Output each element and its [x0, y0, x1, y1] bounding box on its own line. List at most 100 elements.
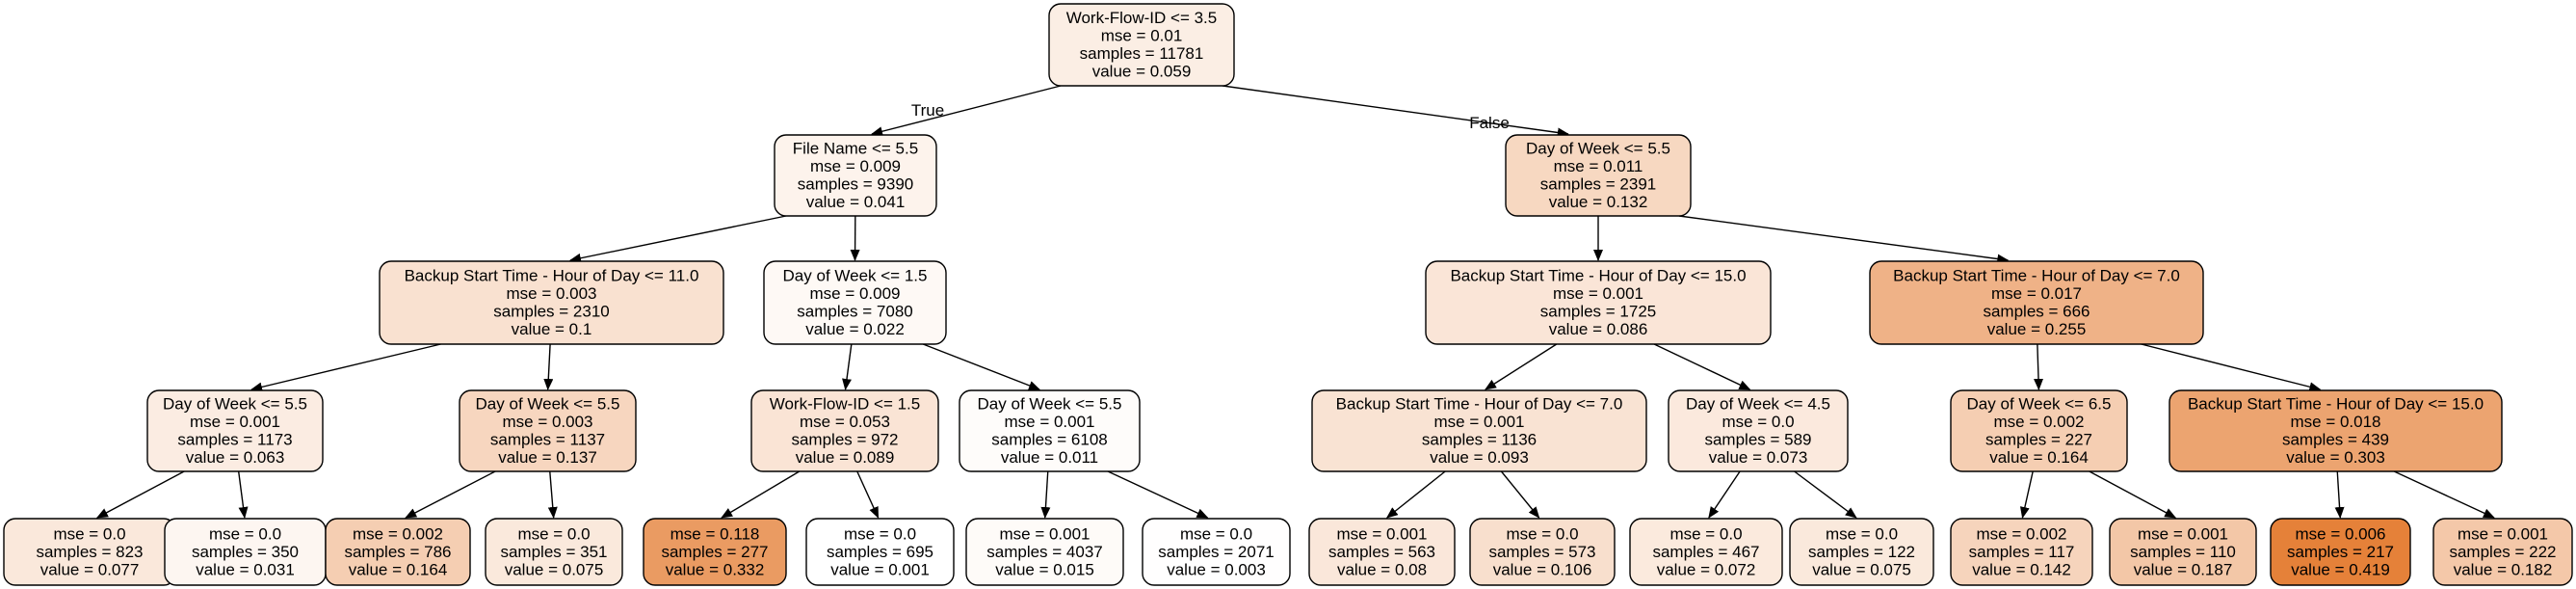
node-value-text: value = 0.063 — [186, 448, 285, 467]
edge-n7-n15 — [95, 470, 185, 519]
node-box — [774, 134, 937, 217]
node-box — [750, 389, 939, 472]
edge-n7-n16 — [237, 470, 249, 519]
node-box — [1629, 518, 1783, 586]
node-value-text: value = 0.075 — [1812, 560, 1911, 578]
node-value-text: value = 0.08 — [1337, 560, 1427, 578]
node-value-text: value = 0.003 — [1167, 560, 1266, 578]
node-box — [1311, 389, 1647, 472]
node-mse-text: mse = 0.001 — [2458, 524, 2548, 543]
node-box — [485, 518, 623, 586]
split-node-n5: Backup Start Time - Hour of Day <= 15.0m… — [1425, 260, 1772, 345]
node-value-text: value = 0.419 — [2291, 560, 2390, 578]
edge-n11-n23 — [1385, 470, 1446, 519]
edge-n10-n21 — [1040, 470, 1051, 519]
node-box — [1789, 518, 1934, 586]
node-mse-text: mse = 0.009 — [809, 284, 900, 303]
edge-n8-n17 — [405, 470, 496, 519]
node-value-text: value = 0.022 — [805, 320, 905, 338]
node-box — [379, 260, 724, 345]
edge-n5-n12 — [1653, 343, 1751, 390]
node-value-text: value = 0.075 — [505, 560, 604, 578]
node-samples-text: samples = 1136 — [1422, 431, 1537, 449]
node-condition-text: Work-Flow-ID <= 3.5 — [1066, 9, 1218, 27]
edge-n3-n7 — [250, 343, 441, 392]
node-mse-text: mse = 0.0 — [1722, 413, 1794, 431]
node-samples-text: samples = 2391 — [1540, 175, 1657, 194]
node-samples-text: samples = 786 — [344, 543, 451, 561]
node-box — [2432, 518, 2573, 586]
node-samples-text: samples = 823 — [36, 543, 143, 561]
node-samples-text: samples = 1173 — [177, 431, 292, 449]
node-value-text: value = 0.303 — [2286, 448, 2385, 467]
node-value-text: value = 0.086 — [1549, 320, 1648, 338]
edge-n8-n18 — [547, 470, 558, 519]
node-box — [1142, 518, 1291, 586]
node-samples-text: samples = 122 — [1808, 543, 1915, 561]
node-condition-text: Day of Week <= 5.5 — [163, 395, 307, 414]
node-value-text: value = 0.015 — [995, 560, 1094, 578]
node-samples-text: samples = 9390 — [798, 175, 914, 194]
node-mse-text: mse = 0.0 — [517, 524, 590, 543]
node-samples-text: samples = 439 — [2282, 431, 2389, 449]
node-condition-text: Day of Week <= 6.5 — [1967, 395, 2112, 414]
edge-label-true: True — [911, 101, 944, 120]
node-value-text: value = 0.255 — [1987, 320, 2087, 338]
node-box — [2169, 389, 2503, 472]
node-value-text: value = 0.093 — [1430, 448, 1529, 467]
node-value-text: value = 0.137 — [498, 448, 597, 467]
node-condition-text: Day of Week <= 5.5 — [476, 395, 620, 414]
node-condition-text: Work-Flow-ID <= 1.5 — [770, 395, 921, 414]
node-mse-text: mse = 0.0 — [53, 524, 125, 543]
node-mse-text: mse = 0.0 — [1180, 524, 1252, 543]
edge-n4-n9 — [842, 343, 853, 390]
node-mse-text: mse = 0.001 — [1433, 413, 1524, 431]
node-box — [1308, 518, 1456, 586]
node-condition-text: Backup Start Time - Hour of Day <= 15.0 — [2188, 395, 2484, 414]
node-condition-text: Backup Start Time - Hour of Day <= 11.0 — [405, 267, 699, 285]
node-box — [1668, 389, 1849, 472]
node-mse-text: mse = 0.003 — [506, 284, 596, 303]
node-mse-text: mse = 0.001 — [999, 524, 1090, 543]
node-value-text: value = 0.089 — [796, 448, 895, 467]
node-box — [965, 518, 1124, 586]
node-box — [146, 389, 324, 472]
node-mse-text: mse = 0.001 — [1336, 524, 1427, 543]
node-value-text: value = 0.077 — [40, 560, 140, 578]
node-box — [325, 518, 471, 586]
node-mse-text: mse = 0.009 — [810, 157, 901, 175]
node-samples-text: samples = 117 — [1969, 543, 2075, 561]
node-value-text: value = 0.132 — [1549, 193, 1648, 211]
node-value-text: value = 0.164 — [349, 560, 448, 578]
node-value-text: value = 0.073 — [1709, 448, 1808, 467]
node-mse-text: mse = 0.018 — [2290, 413, 2380, 431]
node-mse-text: mse = 0.0 — [844, 524, 916, 543]
node-box — [1869, 260, 2204, 345]
node-value-text: value = 0.059 — [1092, 63, 1192, 81]
node-samples-text: samples = 972 — [791, 431, 898, 449]
node-box — [1469, 518, 1616, 586]
node-mse-text: mse = 0.0 — [1669, 524, 1742, 543]
node-mse-text: mse = 0.017 — [1991, 284, 2082, 303]
edge-n9-n19 — [721, 470, 801, 519]
edge-n11-n24 — [1500, 470, 1540, 519]
node-mse-text: mse = 0.0 — [1826, 524, 1898, 543]
edge-n10-n22 — [1107, 470, 1209, 519]
node-value-text: value = 0.1 — [512, 320, 592, 338]
node-mse-text: mse = 0.053 — [800, 413, 890, 431]
node-samples-text: samples = 7080 — [797, 303, 913, 321]
node-condition-text: Day of Week <= 4.5 — [1686, 395, 1830, 414]
node-samples-text: samples = 1725 — [1540, 303, 1657, 321]
node-value-text: value = 0.041 — [806, 193, 906, 211]
node-value-text: value = 0.001 — [830, 560, 930, 578]
